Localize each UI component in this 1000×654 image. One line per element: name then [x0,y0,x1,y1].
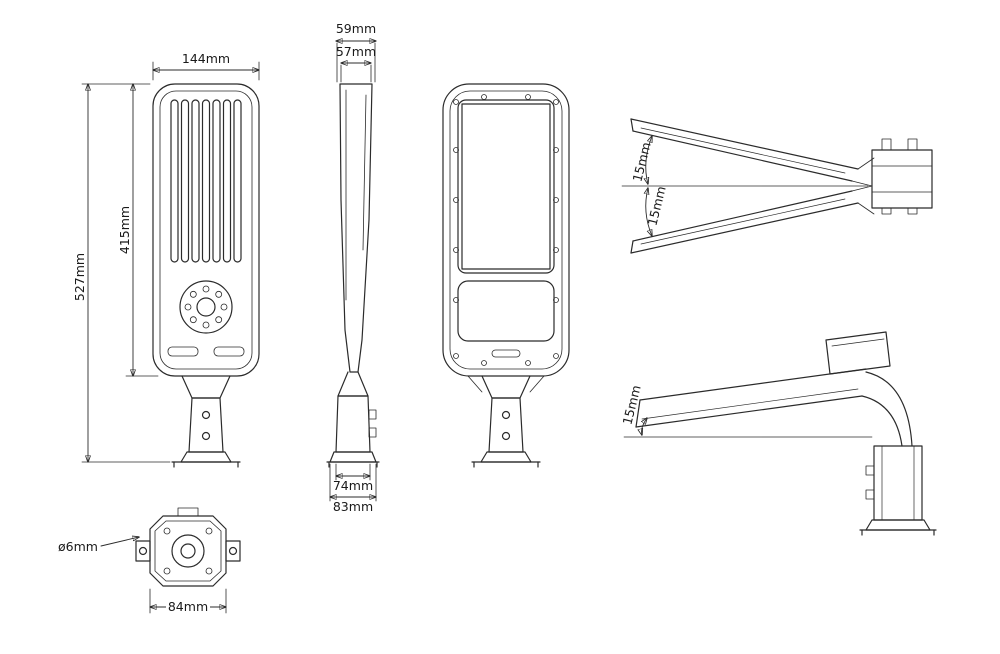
dim-label-hole-diameter: ø6mm [58,539,98,554]
housing-screws [453,94,559,366]
dim-base-width: 84mm [150,588,226,614]
driver-cover [457,280,555,342]
arm-tilted-down [630,190,859,254]
pivot-knuckle [851,157,875,215]
dim-label-tilt-installed: 15mm [619,384,643,427]
lamp-body-tilted [635,331,891,428]
installed-tilt-view: 15mm [619,331,937,536]
dim-label-overall-height: 527mm [72,253,87,301]
dim-label-side-width-inner: 57mm [336,44,376,59]
bottom-view: ø6mm 84mm [58,507,241,614]
dim-label-arm-width-inner: 74mm [333,478,373,493]
dim-housing-height: 415mm [117,84,159,376]
dim-side-width-inner: 57mm [336,44,376,83]
dim-head-width: 144mm [153,51,259,81]
bracket-body-outline [149,515,227,587]
dim-label-head-width: 144mm [182,51,230,66]
front-mounting-arm [467,375,545,468]
rear-housing-outline [152,83,260,377]
tilt-up-arc [646,136,652,184]
rear-mounting-arm [171,375,241,468]
dim-arm-width-inner: 74mm [333,463,373,493]
front-led-view [442,83,570,468]
mount-tab-left [135,540,151,562]
arm-tilted-up [630,118,859,182]
dim-label-tilt-down: 15mm [644,185,668,228]
installed-tilt-arc [642,418,647,435]
dim-overall-height: 527mm [72,84,171,462]
side-view: 59mm 57mm 74mm 83mm [326,21,380,514]
led-panel-frame [457,99,555,274]
cable-gland-circle [179,280,233,334]
heatsink-fins [170,99,242,263]
clamp-bracket [871,138,933,215]
dim-label-arm-width-outer: 83mm [333,499,373,514]
led-grid [461,103,551,270]
dim-hole-diameter: ø6mm [58,537,139,554]
driver-box [825,331,891,375]
dim-label-side-width-outer: 59mm [336,21,376,36]
pole-mount [859,445,937,536]
tilt-range-view: 15mm 15mm [621,118,933,254]
dim-label-base-width: 84mm [168,599,208,614]
front-housing-outline [442,83,570,377]
dim-label-tilt-up: 15mm [629,141,653,184]
rear-view: 144mm 527mm 415mm [72,51,260,468]
side-housing-outline [339,83,373,373]
clamp-bore [171,534,205,568]
dim-arm-width-outer: 83mm [330,463,376,514]
dim-side-width-outer: 59mm [336,21,376,83]
pole-knuckle [861,371,913,447]
tilt-down-arc [646,188,652,236]
dim-label-housing-height: 415mm [117,206,132,254]
side-mounting-arm [326,371,380,468]
mount-tab-right [225,540,241,562]
